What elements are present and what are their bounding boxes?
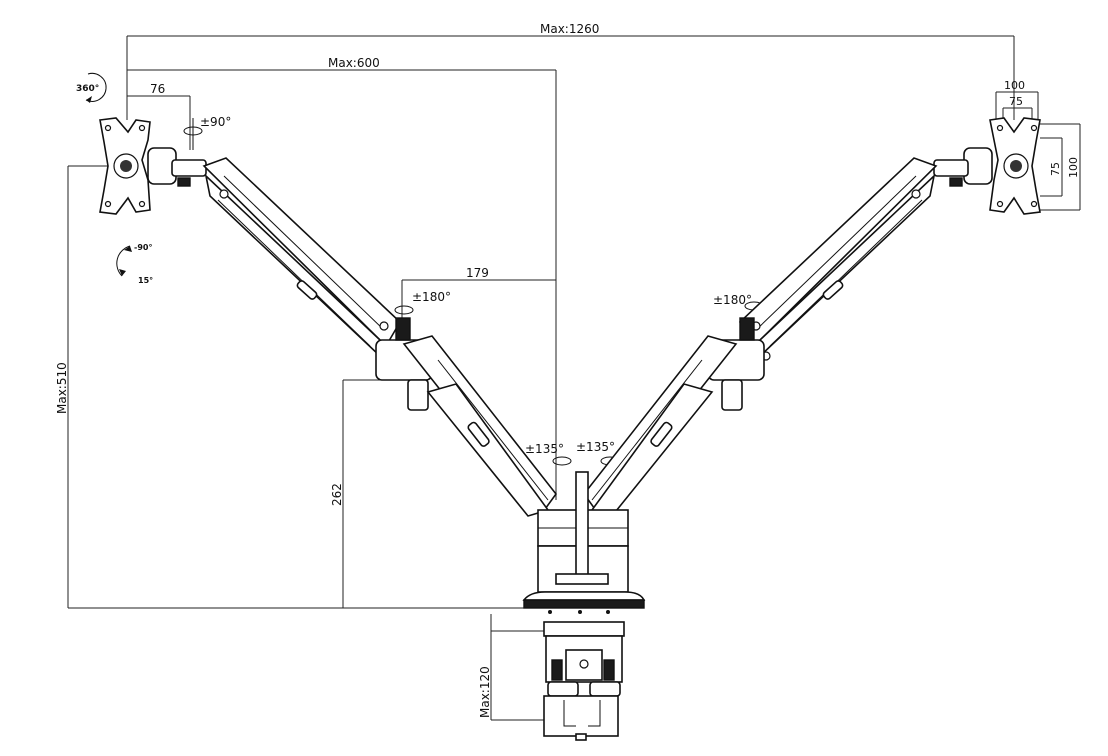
max-height-label: Max:510 [55, 362, 69, 414]
vesa-inner-h-label: 75 [1009, 95, 1023, 108]
swivel-head-label: ±90° [200, 115, 231, 129]
tilt-up-label: -90° [134, 243, 152, 252]
base-height-label: 262 [330, 483, 344, 506]
tilt-arrow-icon [116, 245, 131, 277]
dimension-labels: Max:1260 Max:600 76 179 Max:510 262 Max:… [55, 22, 1080, 718]
arrowhead-icon [86, 96, 92, 103]
rotation-label: 360° [76, 84, 99, 94]
elbow-offset-label: 179 [466, 266, 489, 280]
overall-width-label: Max:1260 [540, 22, 599, 36]
dimension-lines [67, 35, 1081, 721]
vesa-outer-v-label: 100 [1067, 157, 1080, 178]
vesa-inner-v-label: 75 [1049, 162, 1062, 176]
arm-reach-label: Max:600 [328, 56, 380, 70]
rotation-arrow-icon [85, 72, 107, 102]
center-base [522, 471, 646, 614]
right-vesa-plate [933, 117, 1041, 215]
base-left-label: ±135° [525, 442, 564, 456]
left-vesa-plate [99, 117, 207, 215]
right-upper-arm [738, 157, 938, 361]
right-lower-arm [582, 335, 738, 518]
elbow-left-arrow-icon [394, 305, 414, 315]
base-right-label: ±135° [576, 440, 615, 454]
clamp-range-label: Max:120 [478, 666, 492, 718]
desk-clamp [543, 621, 625, 741]
vesa-offset-label: 76 [150, 82, 165, 96]
left-lower-arm [402, 335, 558, 518]
base-left-arrow-icon [552, 456, 572, 466]
tilt-down-label: 15° [138, 276, 153, 285]
angle-labels: 360° ±90° -90° 15° ±180° ±180° ±135° ±13… [76, 72, 764, 466]
left-upper-arm [202, 157, 402, 361]
vesa-outer-h-label: 100 [1004, 79, 1025, 92]
elbow-right-label: ±180° [713, 293, 752, 307]
elbow-left-label: ±180° [412, 290, 451, 304]
